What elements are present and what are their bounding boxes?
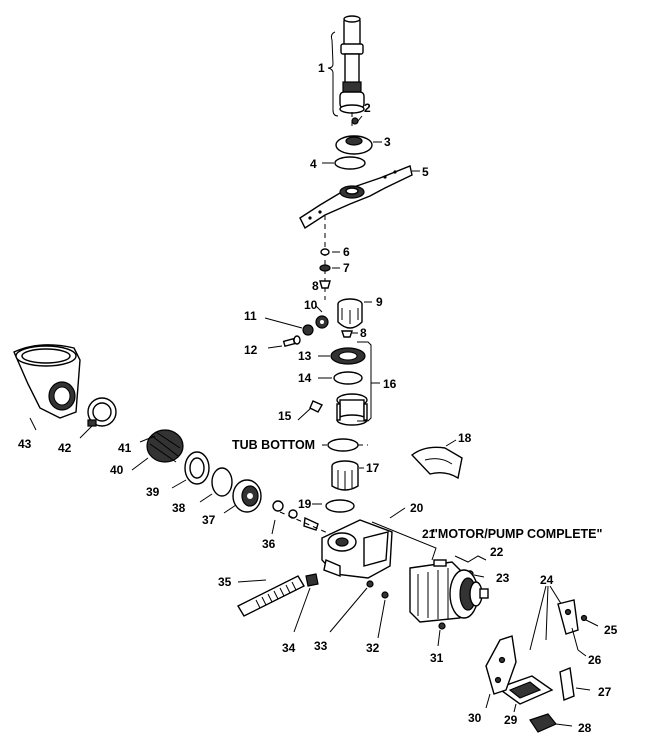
callout-26: 26 bbox=[588, 653, 602, 667]
part-13-gear-ring bbox=[318, 347, 366, 365]
part-1-bracket bbox=[327, 31, 339, 117]
part-16-assembly bbox=[336, 393, 368, 426]
part-11-washer bbox=[264, 317, 314, 336]
part-31-screw bbox=[437, 622, 446, 647]
part-7-washer bbox=[319, 264, 340, 272]
callout-22: 22 bbox=[490, 545, 504, 559]
callout-32: 32 bbox=[366, 641, 380, 655]
callout-17: 17 bbox=[366, 461, 380, 475]
part-10-gear bbox=[315, 305, 329, 329]
callout-3: 3 bbox=[384, 135, 391, 149]
part-42-clamp bbox=[79, 397, 117, 439]
part-36-parts bbox=[271, 500, 331, 535]
callout-23: 23 bbox=[496, 571, 510, 585]
part-21-bracket bbox=[371, 521, 437, 561]
part-14-ring bbox=[318, 371, 363, 385]
callout-2: 2 bbox=[364, 101, 371, 115]
callout-9: 9 bbox=[376, 295, 383, 309]
callout-21: 21 bbox=[422, 527, 436, 541]
callout-39: 39 bbox=[146, 485, 160, 499]
part-5-spray-arm bbox=[299, 165, 420, 230]
tub-bottom-ring bbox=[322, 438, 368, 452]
callout-27: 27 bbox=[598, 685, 612, 699]
callout-13: 13 bbox=[298, 349, 312, 363]
callout-12: 12 bbox=[244, 343, 258, 357]
part-1-spray-tube bbox=[339, 15, 365, 114]
callout-10: 10 bbox=[304, 298, 318, 312]
callout-8-upper: 8 bbox=[312, 279, 319, 293]
callout-1: 1 bbox=[318, 61, 325, 75]
callout-38: 38 bbox=[172, 501, 186, 515]
part-25-screw bbox=[580, 614, 599, 627]
part-39-ring bbox=[171, 451, 210, 489]
part-28-block bbox=[529, 713, 573, 733]
part-24-bracket bbox=[529, 585, 579, 651]
part-20-pump-housing bbox=[321, 507, 406, 579]
part-6-washer bbox=[320, 248, 340, 256]
part-35-worm-shaft bbox=[237, 575, 305, 617]
callout-28: 28 bbox=[578, 721, 592, 735]
callout-30: 30 bbox=[468, 711, 482, 725]
part-15-clip bbox=[297, 400, 323, 421]
callout-43: 43 bbox=[18, 437, 32, 451]
callout-40: 40 bbox=[110, 463, 124, 477]
part-16-bracket bbox=[357, 341, 372, 422]
part-40-filter-screen bbox=[131, 429, 184, 471]
callout-15: 15 bbox=[278, 409, 292, 423]
callout-11: 11 bbox=[244, 309, 257, 323]
part-8-nut-lower bbox=[341, 330, 358, 338]
part-4-ring bbox=[322, 156, 366, 170]
callout-16: 16 bbox=[383, 377, 397, 391]
part-19-ring bbox=[312, 499, 355, 513]
callout-35: 35 bbox=[218, 575, 232, 589]
callout-29: 29 bbox=[504, 713, 518, 727]
part-30-mount bbox=[485, 635, 517, 709]
motor-pump-complete-label: "MOTOR/PUMP COMPLETE" bbox=[432, 527, 603, 541]
tub-bottom-label: TUB BOTTOM bbox=[232, 438, 315, 452]
callout-34: 34 bbox=[282, 641, 296, 655]
part-18-deflector bbox=[410, 439, 463, 480]
part-17-filter bbox=[331, 460, 364, 491]
callout-14: 14 bbox=[298, 371, 312, 385]
callout-31: 31 bbox=[430, 651, 444, 665]
callout-36: 36 bbox=[262, 537, 276, 551]
callout-19: 19 bbox=[298, 497, 312, 511]
part-8-nut bbox=[319, 280, 331, 289]
part-43-boot bbox=[13, 344, 81, 431]
part-12-screw bbox=[267, 335, 301, 349]
callout-4: 4 bbox=[310, 157, 317, 171]
part-29-bracket bbox=[496, 675, 554, 713]
callout-24: 24 bbox=[540, 573, 554, 587]
callout-42: 42 bbox=[58, 441, 72, 455]
part-3-cap bbox=[335, 135, 382, 155]
part-9-housing bbox=[337, 298, 372, 329]
callout-33: 33 bbox=[314, 639, 328, 653]
callout-7: 7 bbox=[343, 261, 350, 275]
part-32-screw bbox=[377, 591, 389, 639]
callout-6: 6 bbox=[343, 245, 350, 259]
part-33-screw bbox=[329, 580, 374, 633]
callout-25: 25 bbox=[604, 623, 618, 637]
part-26-rod bbox=[571, 627, 587, 657]
part-37-impeller bbox=[223, 479, 262, 514]
part-41-pin bbox=[139, 435, 156, 443]
part-27-clip bbox=[559, 667, 591, 701]
callout-8-lower: 8 bbox=[360, 326, 367, 340]
callout-18: 18 bbox=[458, 431, 472, 445]
part-38-ring bbox=[199, 467, 233, 503]
callout-41: 41 bbox=[118, 441, 132, 455]
callout-37: 37 bbox=[202, 513, 216, 527]
callout-20: 20 bbox=[410, 501, 424, 515]
callout-5: 5 bbox=[422, 165, 429, 179]
part-34-spring bbox=[293, 573, 319, 633]
part-2-screw bbox=[351, 115, 363, 125]
motor bbox=[409, 559, 489, 623]
part-22-wire bbox=[454, 555, 487, 563]
